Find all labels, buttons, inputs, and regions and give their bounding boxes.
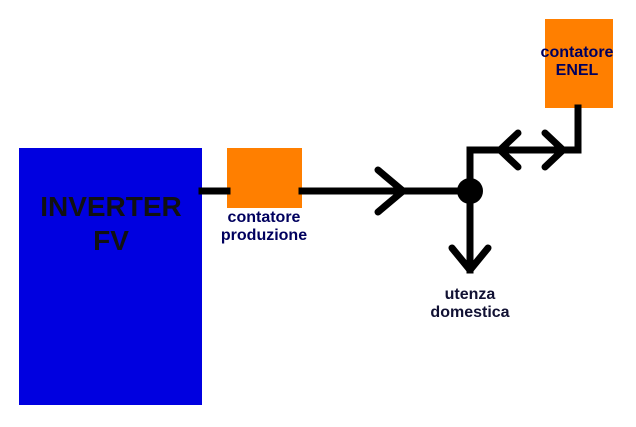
enel-meter-label-line1: contatore	[540, 44, 614, 61]
production-meter-label: contatore produzione	[204, 209, 324, 246]
enel-meter-label-line2: ENEL	[555, 62, 599, 80]
enel-meter-block	[545, 19, 613, 108]
production-meter-label-line2: produzione	[220, 227, 308, 245]
flow-right-arrow	[374, 166, 407, 216]
inverter-label: INVERTER FV	[20, 190, 202, 257]
domestic-use-label: utenza domestica	[410, 286, 530, 323]
inverter-label-line2: FV	[93, 224, 129, 256]
grid-right-arrow	[541, 129, 567, 171]
domestic-use-label-line1: utenza	[444, 286, 496, 303]
junction-node	[457, 178, 483, 204]
domestic-use-label-line2: domestica	[430, 304, 510, 322]
enel-meter-label: contatore ENEL	[527, 44, 627, 81]
production-meter-label-line1: contatore	[227, 209, 301, 226]
inverter-label-line1: INVERTER	[40, 191, 182, 222]
down-arrow	[448, 244, 492, 274]
production-meter-block	[227, 148, 302, 208]
inverter-block	[19, 148, 202, 405]
grid-left-arrow	[496, 129, 522, 171]
